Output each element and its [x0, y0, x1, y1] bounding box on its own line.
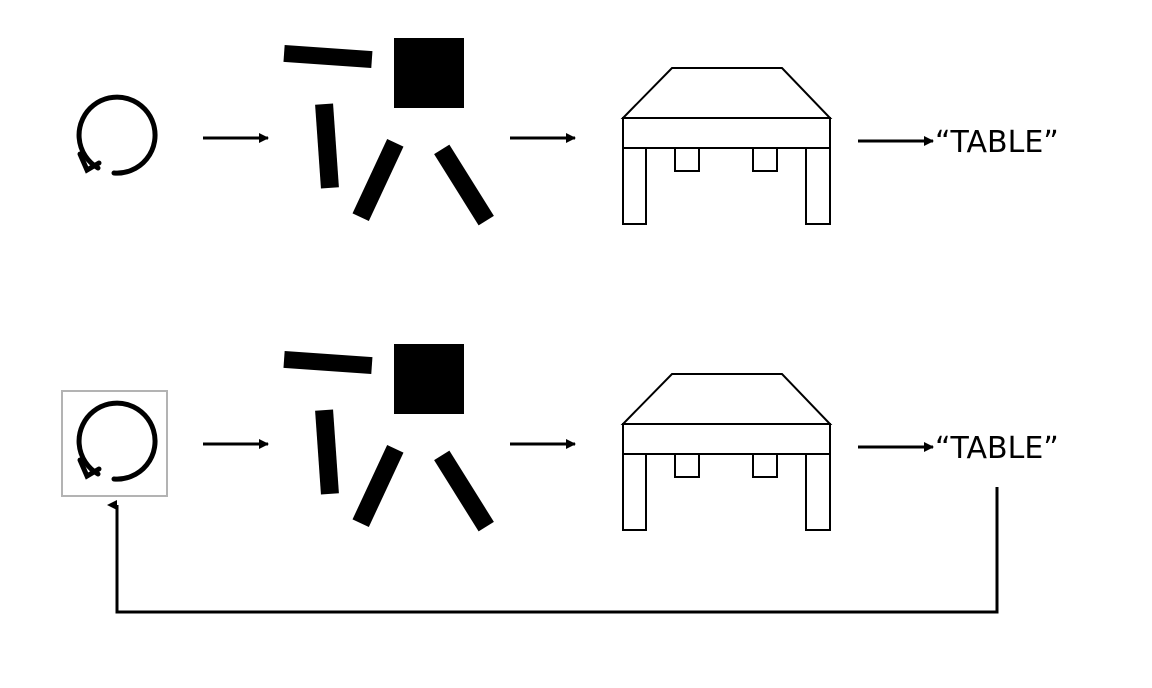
selection-box — [61, 390, 168, 497]
scattered-parts-icon — [283, 38, 494, 226]
feedback-arrow — [107, 487, 999, 614]
row-1: “TABLE” — [76, 38, 1059, 226]
cycle-icon — [76, 94, 158, 176]
output-label: “TABLE” — [935, 431, 1059, 466]
table-icon — [620, 67, 833, 225]
table-icon — [620, 373, 833, 531]
row-2: “TABLE” — [61, 344, 1059, 614]
scattered-parts-icon — [283, 344, 494, 532]
output-label: “TABLE” — [935, 125, 1059, 160]
cycle-icon — [76, 400, 158, 482]
